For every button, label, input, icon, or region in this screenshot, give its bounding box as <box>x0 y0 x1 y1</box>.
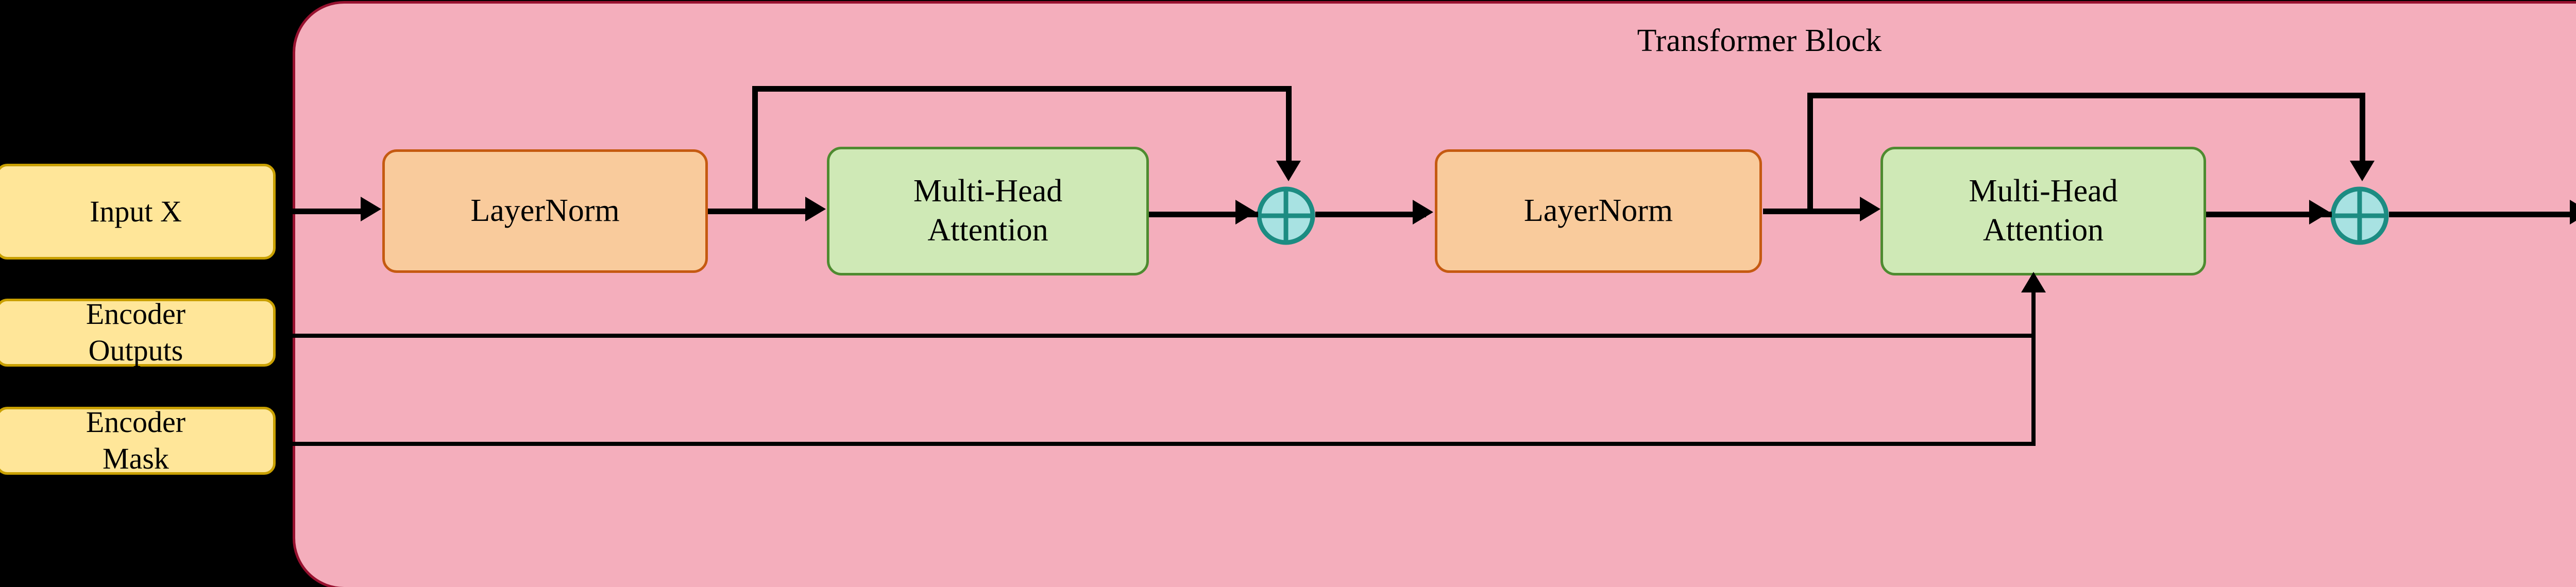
node-multihead-attention-1[interactable]: Multi-Head Attention <box>827 147 1149 275</box>
edge-residual2-top <box>1807 93 2365 98</box>
edge-encoder-to-mha2-arrowhead <box>2021 272 2046 292</box>
node-multihead-attention-1-label: Multi-Head Attention <box>913 174 1063 248</box>
node-layernorm-1-label: LayerNorm <box>470 193 620 229</box>
node-input-x[interactable]: Input X <box>0 164 276 260</box>
transformer-block-title: Transformer Block <box>1637 23 1882 58</box>
plus-circle-icon <box>1257 186 1315 245</box>
edge-encoder-mask-riser <box>2031 278 2036 444</box>
node-layernorm-1[interactable]: LayerNorm <box>382 149 708 273</box>
node-input-x-label: Input X <box>90 194 182 228</box>
edge-residual2-riser <box>1807 93 1813 210</box>
edge-layernorm2-to-mha2 <box>1763 209 1862 214</box>
edge-mha2-to-add2 <box>2206 212 2332 217</box>
node-encoder-mask[interactable]: Encoder Mask <box>0 405 276 475</box>
edge-layernorm1-to-mha1 <box>708 209 807 214</box>
node-multihead-attention-2[interactable]: Multi-Head Attention <box>1880 147 2206 275</box>
edge-layernorm1-to-mha1-arrowhead <box>805 197 826 221</box>
node-encoder-outputs-label: Encoder Outputs <box>86 297 186 367</box>
edge-mha2-to-add2-arrowhead <box>2309 200 2330 225</box>
node-layernorm-2[interactable]: LayerNorm <box>1435 149 1762 273</box>
edge-encoder-mask-run <box>276 442 2036 446</box>
node-layernorm-2-label: LayerNorm <box>1523 193 1673 229</box>
edge-add2-to-layernorm3-arrowhead <box>2570 200 2576 225</box>
edge-mha1-to-add1-arrowhead <box>1235 200 1256 225</box>
plus-circle-icon <box>2330 186 2389 245</box>
node-add-1[interactable] <box>1256 185 1316 246</box>
edge-add1-to-layernorm2-arrowhead <box>1413 200 1433 225</box>
edge-add2-to-layernorm3 <box>2389 212 2576 217</box>
edge-residual1-arrowhead <box>1276 161 1301 181</box>
edge-mha1-to-add1 <box>1149 212 1258 217</box>
edge-residual1-riser <box>752 86 758 210</box>
edge-residual2-arrowhead <box>2350 161 2375 181</box>
edge-layernorm2-to-mha2-arrowhead <box>1860 197 1880 221</box>
transformer-block-container <box>293 1 2576 587</box>
node-multihead-attention-2-label: Multi-Head Attention <box>1969 174 2118 248</box>
edge-input-to-layernorm1 <box>276 209 363 214</box>
edge-residual2-faller <box>2360 93 2365 163</box>
node-add-2[interactable] <box>2329 185 2390 246</box>
edge-input-to-layernorm1-arrowhead <box>361 197 381 221</box>
node-encoder-outputs[interactable]: Encoder Outputs <box>0 297 276 367</box>
edge-encoder-outputs-run <box>276 334 2036 338</box>
node-encoder-mask-label: Encoder Mask <box>86 405 186 475</box>
edge-add1-to-layernorm2 <box>1315 212 1426 217</box>
edge-residual1-faller <box>1286 86 1292 163</box>
edge-residual1-top <box>752 86 1292 92</box>
